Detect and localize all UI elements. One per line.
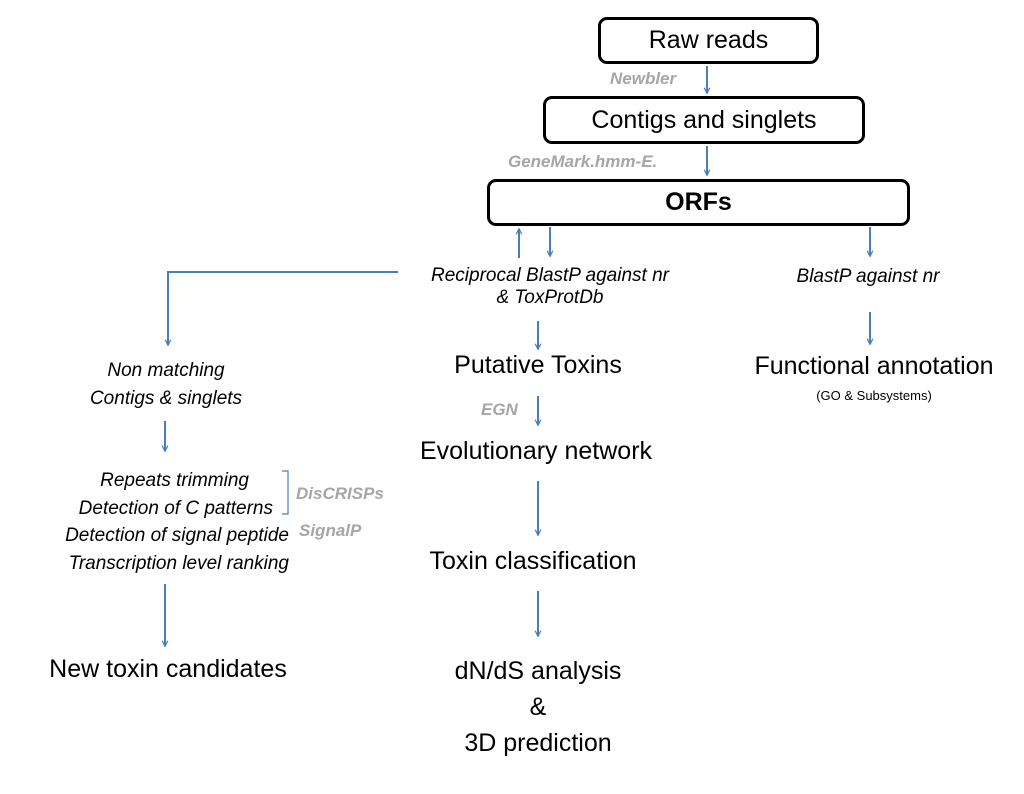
dnds-line-1: dN/dS analysis <box>454 657 622 685</box>
orfs-label: ORFs <box>665 188 732 216</box>
new-toxin-candidates-label: New toxin candidates <box>49 655 287 683</box>
discrisps-bracket <box>282 470 289 515</box>
blastp-nr-label: BlastP against nr <box>796 266 940 287</box>
contigs-singlets-box: Contigs and singlets <box>543 96 865 144</box>
reciprocal-blastp-line-1: Reciprocal BlastP against nr <box>431 265 669 286</box>
dnds-line-2: & <box>529 693 547 721</box>
processing-steps-list: Repeats trimming Detection of C patterns… <box>65 467 289 577</box>
non-matching-label: Non matching Contigs & singlets <box>90 357 242 413</box>
repeats-trimming-step: Repeats trimming <box>100 470 249 491</box>
discrisps-tool-label: DisCRISPs <box>296 484 384 503</box>
raw-reads-box: Raw reads <box>598 17 819 64</box>
evolutionary-network-label: Evolutionary network <box>419 437 653 465</box>
reciprocal-blastp-label: Reciprocal BlastP against nr & ToxProtDb <box>431 265 669 309</box>
functional-annotation-sublabel: (GO & Subsystems) <box>816 388 932 403</box>
non-matching-line-2: Contigs & singlets <box>89 388 243 409</box>
putative-toxins-label: Putative Toxins <box>454 351 622 379</box>
c-patterns-step: Detection of C patterns <box>78 497 273 519</box>
egn-tool-label: EGN <box>481 400 518 419</box>
signalp-tool-label: SignalP <box>299 521 362 540</box>
signal-peptide-step: Detection of signal peptide <box>65 525 289 546</box>
dnds-line-3: 3D prediction <box>464 729 612 757</box>
arrow-blastp-to-non-matching <box>168 271 398 345</box>
transcription-ranking-step: Transcription level ranking <box>68 552 289 574</box>
reciprocal-blastp-line-2: & ToxProtDb <box>496 286 604 308</box>
toxin-classification-label: Toxin classification <box>429 547 637 575</box>
dnds-3d-prediction-label: dN/dS analysis & 3D prediction <box>455 653 622 761</box>
functional-annotation-label: Functional annotation <box>754 352 994 380</box>
non-matching-line-1: Non matching <box>107 360 225 381</box>
newbler-tool-label: Newbler <box>610 69 677 88</box>
contigs-singlets-label: Contigs and singlets <box>591 105 817 134</box>
genemark-tool-label: GeneMark.hmm-E. <box>508 152 658 171</box>
orfs-box: ORFs <box>487 179 910 226</box>
raw-reads-label: Raw reads <box>648 26 769 54</box>
